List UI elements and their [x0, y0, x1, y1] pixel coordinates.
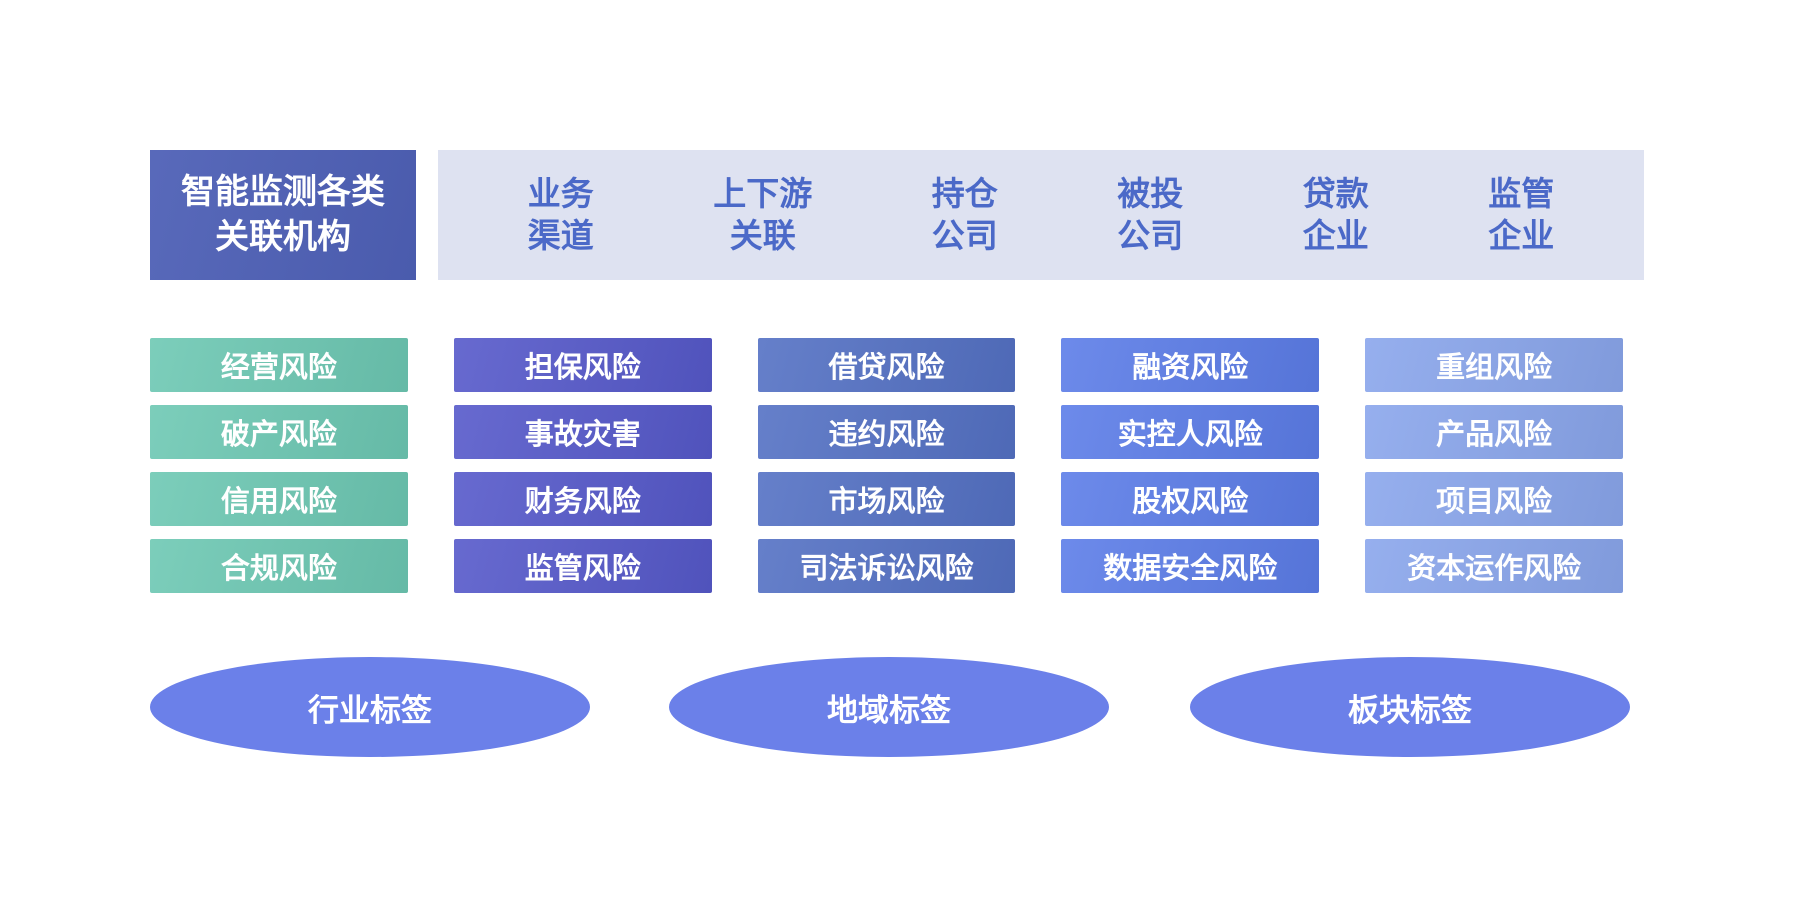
risk-box: 合规风险 [150, 539, 408, 593]
industry-tag-label: 行业标签 [308, 692, 432, 728]
risk-box: 违约风险 [757, 405, 1016, 459]
risk-box: 项目风险 [1365, 472, 1623, 526]
risk-box: 市场风险 [757, 472, 1016, 526]
institution-category-bar: 业务 渠道 上下游 关联 持仓 公司 被投 公司 贷款 企业 监管 企业 [438, 150, 1644, 280]
risk-box: 实控人风险 [1061, 405, 1320, 459]
risk-column-restructuring: 重组风险 产品风险 项目风险 资本运作风险 [1365, 338, 1623, 593]
category-regulated-enterprise: 监管 企业 [1488, 174, 1555, 254]
risk-grid: 经营风险 破产风险 信用风险 合规风险 担保风险 事故灾害 财务风险 监管风险 … [150, 338, 1623, 593]
sector-tag-ellipse: 板块标签 [1190, 657, 1630, 757]
risk-box: 重组风险 [1365, 338, 1623, 392]
risk-box: 司法诉讼风险 [757, 539, 1016, 593]
risk-box: 融资风险 [1061, 338, 1320, 392]
region-tag-ellipse: 地域标签 [669, 657, 1109, 757]
risk-box: 产品风险 [1365, 405, 1623, 459]
risk-box: 破产风险 [150, 405, 408, 459]
category-business-channel: 业务 渠道 [527, 174, 594, 254]
risk-column-guarantee: 担保风险 事故灾害 财务风险 监管风险 [453, 338, 712, 593]
sector-tag-label: 板块标签 [1348, 692, 1472, 728]
risk-box: 担保风险 [453, 338, 712, 392]
diagram-title-box: 智能监测各类 关联机构 [150, 150, 416, 280]
risk-column-operations: 经营风险 破产风险 信用风险 合规风险 [150, 338, 408, 593]
category-upstream-downstream: 上下游 关联 [713, 174, 813, 254]
category-invested-company: 被投 公司 [1117, 174, 1184, 254]
risk-column-lending: 借贷风险 违约风险 市场风险 司法诉讼风险 [757, 338, 1016, 593]
category-loan-enterprise: 贷款 企业 [1302, 174, 1369, 254]
category-holding-company: 持仓 公司 [931, 174, 998, 254]
risk-box: 借贷风险 [757, 338, 1016, 392]
industry-tag-ellipse: 行业标签 [150, 657, 590, 757]
risk-box: 事故灾害 [453, 405, 712, 459]
diagram-title-line1: 智能监测各类 [181, 173, 385, 212]
risk-box: 数据安全风险 [1061, 539, 1320, 593]
risk-box: 经营风险 [150, 338, 408, 392]
risk-box: 监管风险 [453, 539, 712, 593]
risk-box: 信用风险 [150, 472, 408, 526]
region-tag-label: 地域标签 [827, 692, 951, 728]
diagram-title-line2: 关联机构 [215, 218, 351, 256]
risk-box: 财务风险 [453, 472, 712, 526]
risk-box: 股权风险 [1061, 472, 1320, 526]
risk-box: 资本运作风险 [1365, 539, 1623, 593]
risk-column-financing: 融资风险 实控人风险 股权风险 数据安全风险 [1061, 338, 1320, 593]
